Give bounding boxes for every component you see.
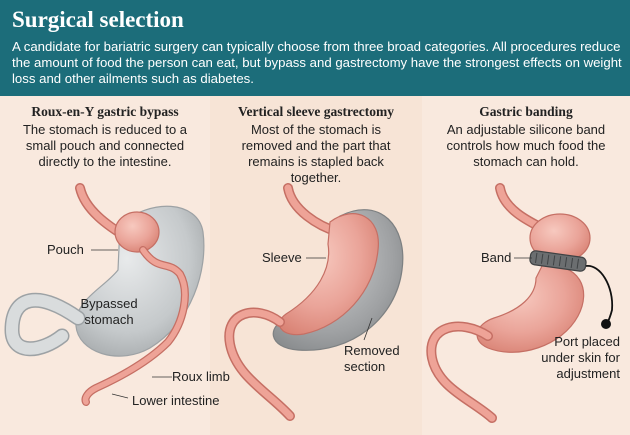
lower-stomach-shape xyxy=(476,265,585,353)
label-roux-limb: Roux limb xyxy=(172,369,230,384)
panel-description: Most of the stomach is removed and the p… xyxy=(241,122,391,185)
intro-text: A candidate for bariatric surgery can ty… xyxy=(12,39,622,86)
sleeve-illustration xyxy=(224,183,404,421)
sleeve-shape xyxy=(279,213,379,336)
panel-banding: Gastric banding An adjustable silicone b… xyxy=(422,96,630,435)
panel-title: Gastric banding xyxy=(479,104,573,119)
page-title: Surgical selection xyxy=(12,7,184,32)
panel-title: Roux-en-Y gastric bypass xyxy=(31,104,179,119)
panel-sleeve: Vertical sleeve gastrectomy Most of the … xyxy=(210,96,422,435)
panel-description: The stomach is reduced to a small pouch … xyxy=(22,122,188,169)
header: Surgical selection A candidate for baria… xyxy=(0,0,630,96)
label-pouch: Pouch xyxy=(47,242,84,257)
bypass-illustration xyxy=(4,183,205,406)
label-port: Port placed under skin for adjustment xyxy=(541,334,620,381)
port-shape xyxy=(601,319,611,329)
pouch-shape xyxy=(114,211,160,253)
bypassed-stomach-shape xyxy=(75,205,205,357)
panel-title: Vertical sleeve gastrectomy xyxy=(238,104,394,119)
label-sleeve: Sleeve xyxy=(262,250,302,265)
panel-bg-banding xyxy=(422,96,630,435)
panel-description: An adjustable silicone band controls how… xyxy=(446,122,606,169)
label-removed-section: Removed section xyxy=(344,343,400,374)
label-band: Band xyxy=(481,250,512,265)
roux-limb-shape xyxy=(82,247,188,405)
banding-illustration xyxy=(426,183,613,423)
panel-bypass: Roux-en-Y gastric bypass The stomach is … xyxy=(0,96,210,435)
label-bypassed-stomach: Bypassed stomach xyxy=(80,296,138,327)
label-lower-intestine: Lower intestine xyxy=(132,393,220,408)
band-shape xyxy=(529,250,587,272)
